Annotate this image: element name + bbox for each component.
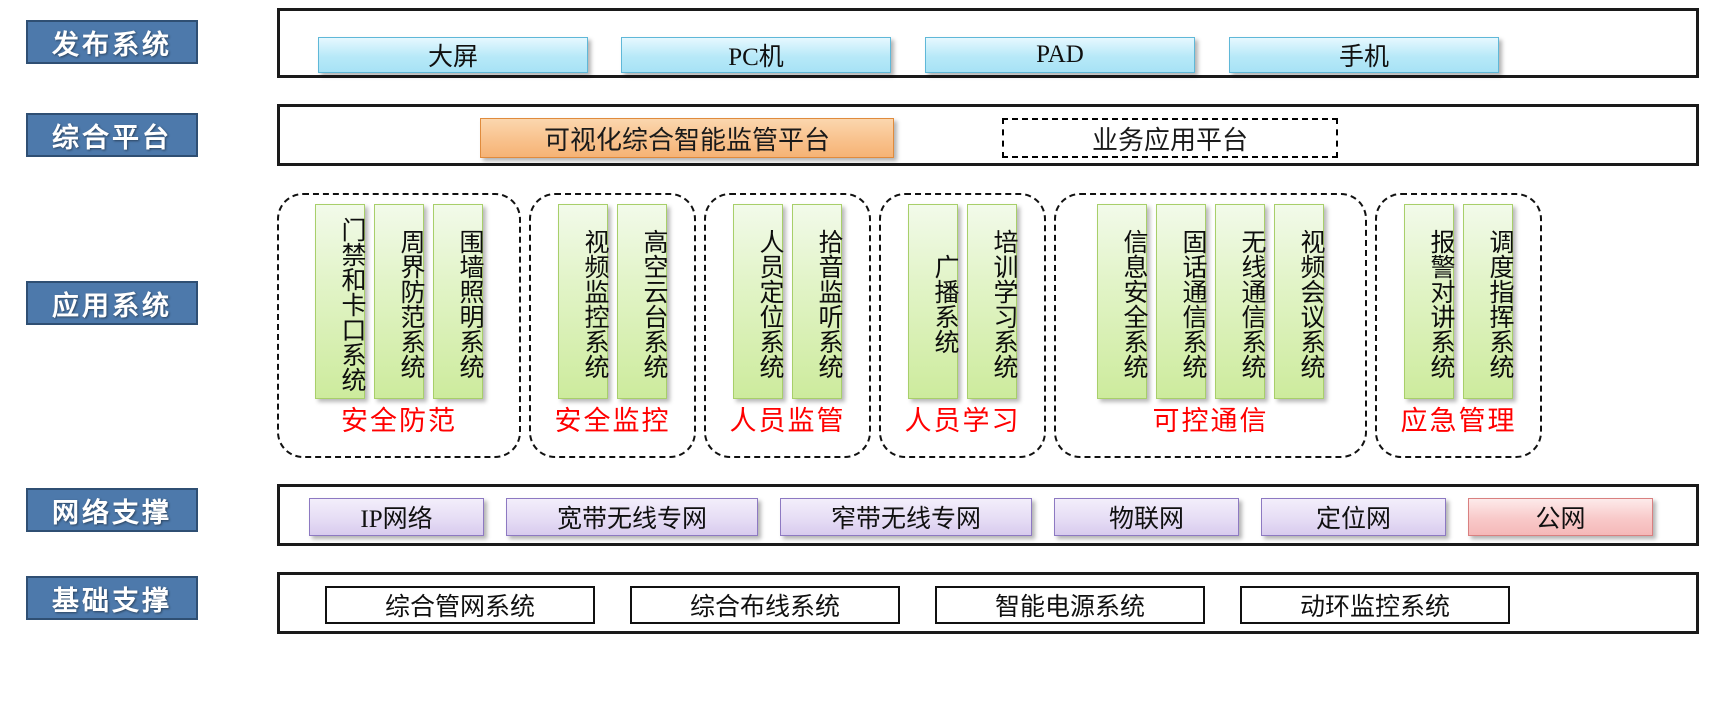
app-group-security-monitoring: 视频监控系统 高空云台系统 安全监控 (529, 193, 696, 458)
app-system-box[interactable]: 视频会议系统 (1274, 204, 1324, 399)
app-group-columns: 广播系统 培训学习系统 (881, 204, 1044, 399)
release-item-pad[interactable]: PAD (925, 37, 1195, 73)
app-group-columns: 信息安全系统 固话通信系统 无线通信系统 视频会议系统 (1056, 204, 1365, 399)
app-system-box[interactable]: 门禁和卡口系统 (315, 204, 365, 399)
layer-label-release: 发布系统 (26, 20, 198, 64)
platform-item-visual-supervision[interactable]: 可视化综合智能监管平台 (480, 118, 894, 158)
app-system-box[interactable]: 人员定位系统 (733, 204, 783, 399)
release-item-pc[interactable]: PC机 (621, 37, 891, 73)
app-system-box[interactable]: 拾音监听系统 (792, 204, 842, 399)
app-group-title: 人员学习 (904, 406, 1021, 436)
app-system-box[interactable]: 高空云台系统 (617, 204, 667, 399)
network-item-positioning[interactable]: 定位网 (1261, 498, 1446, 536)
base-item-pipe-network[interactable]: 综合管网系统 (325, 586, 595, 624)
release-item-bigscreen[interactable]: 大屏 (318, 37, 588, 73)
app-group-columns: 报警对讲系统 调度指挥系统 (1377, 204, 1540, 399)
layer-label-base: 基础支撑 (26, 576, 198, 620)
network-item-iot[interactable]: 物联网 (1054, 498, 1239, 536)
app-system-box[interactable]: 信息安全系统 (1097, 204, 1147, 399)
app-group-columns: 视频监控系统 高空云台系统 (531, 204, 694, 399)
app-group-personnel-learning: 广播系统 培训学习系统 人员学习 (879, 193, 1046, 458)
app-group-columns: 人员定位系统 拾音监听系统 (706, 204, 869, 399)
platform-band: 可视化综合智能监管平台 业务应用平台 (277, 104, 1699, 166)
app-system-box[interactable]: 围墙照明系统 (433, 204, 483, 399)
app-system-box[interactable]: 无线通信系统 (1215, 204, 1265, 399)
network-support-band: IP网络 宽带无线专网 窄带无线专网 物联网 定位网 公网 (277, 484, 1699, 546)
app-system-box[interactable]: 调度指挥系统 (1463, 204, 1513, 399)
app-system-box[interactable]: 报警对讲系统 (1404, 204, 1454, 399)
network-item-narrowband[interactable]: 窄带无线专网 (780, 498, 1032, 536)
base-support-band: 综合管网系统 综合布线系统 智能电源系统 动环监控系统 (277, 572, 1699, 634)
platform-item-business-app[interactable]: 业务应用平台 (1002, 118, 1338, 158)
app-group-columns: 门禁和卡口系统 周界防范系统 围墙照明系统 (279, 204, 519, 399)
release-item-phone[interactable]: 手机 (1229, 37, 1499, 73)
layer-label-app: 应用系统 (26, 281, 198, 325)
base-item-cabling[interactable]: 综合布线系统 (630, 586, 900, 624)
network-item-broadband[interactable]: 宽带无线专网 (506, 498, 758, 536)
app-group-title: 应急管理 (1400, 406, 1517, 436)
app-group-security-prevention: 门禁和卡口系统 周界防范系统 围墙照明系统 安全防范 (277, 193, 521, 458)
base-item-smart-power[interactable]: 智能电源系统 (935, 586, 1205, 624)
app-group-emergency-management: 报警对讲系统 调度指挥系统 应急管理 (1375, 193, 1542, 458)
app-group-title: 安全监控 (554, 406, 671, 436)
network-item-ip[interactable]: IP网络 (309, 498, 484, 536)
app-group-personnel-supervision: 人员定位系统 拾音监听系统 人员监管 (704, 193, 871, 458)
base-item-env-monitoring[interactable]: 动环监控系统 (1240, 586, 1510, 624)
app-group-title: 人员监管 (729, 406, 846, 436)
app-system-box[interactable]: 固话通信系统 (1156, 204, 1206, 399)
app-group-title: 安全防范 (341, 406, 457, 436)
release-system-band: 大屏 PC机 PAD 手机 (277, 8, 1699, 78)
app-group-controllable-comms: 信息安全系统 固话通信系统 无线通信系统 视频会议系统 可控通信 (1054, 193, 1367, 458)
app-system-box[interactable]: 培训学习系统 (967, 204, 1017, 399)
layer-label-network: 网络支撑 (26, 488, 198, 532)
layer-label-platform: 综合平台 (26, 113, 198, 157)
network-item-public[interactable]: 公网 (1468, 498, 1653, 536)
app-system-box[interactable]: 周界防范系统 (374, 204, 424, 399)
app-system-box[interactable]: 广播系统 (908, 204, 958, 399)
app-group-title: 可控通信 (1152, 406, 1269, 436)
app-system-box[interactable]: 视频监控系统 (558, 204, 608, 399)
